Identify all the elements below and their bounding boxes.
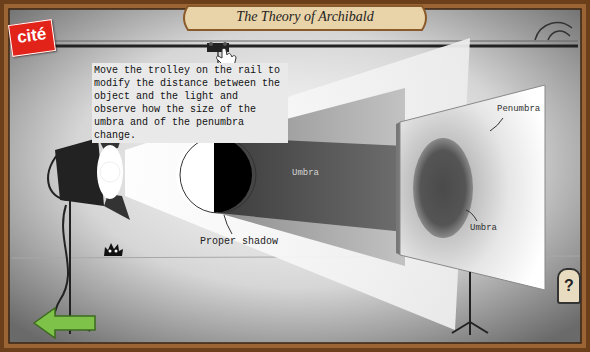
title-text: The Theory of Archibald — [188, 9, 422, 25]
leader-line — [466, 210, 477, 221]
leader-line — [224, 215, 232, 234]
proper-shadow-label: Proper shadow — [200, 236, 278, 248]
rail-top — [12, 41, 578, 42]
help-button: ? — [557, 268, 581, 304]
penumbra-label: Penumbra — [497, 104, 540, 115]
cast-shadow — [413, 138, 473, 238]
title-banner — [184, 6, 426, 30]
node-text: cité — [16, 24, 48, 48]
screen-stand — [452, 272, 488, 335]
screen-edge — [396, 122, 400, 255]
node-text: ? — [564, 277, 574, 295]
rail-curl — [535, 23, 572, 40]
logo-box: cité — [8, 19, 56, 57]
back-arrow — [34, 308, 95, 338]
background-panel — [9, 9, 581, 343]
wood-frame-inner — [4, 4, 586, 348]
object-sphere — [176, 137, 256, 213]
screen — [400, 85, 545, 290]
leader-line — [490, 118, 503, 131]
umbra-label: Umbra — [470, 223, 497, 234]
rail — [12, 45, 578, 48]
instruction-text: Move the trolley on the rail to modify t… — [92, 63, 288, 143]
little-creature — [104, 243, 123, 256]
umbra-label: Umbra — [292, 168, 319, 179]
